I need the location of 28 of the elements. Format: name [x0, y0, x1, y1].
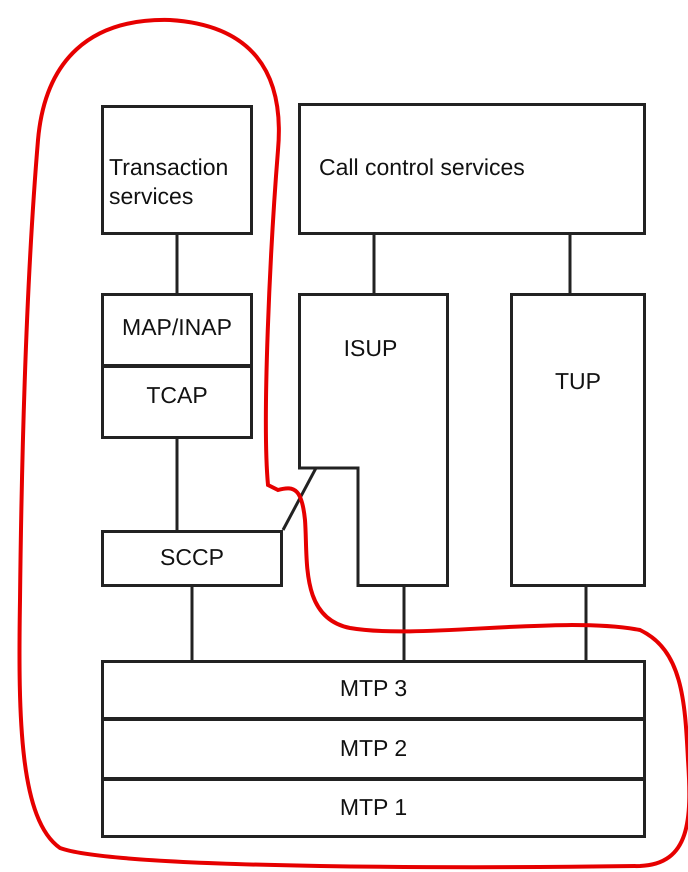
- connector-line: [190, 587, 194, 660]
- connector-line: [568, 235, 572, 293]
- connector-line: [176, 439, 178, 530]
- layer-label: Transaction services: [109, 153, 230, 211]
- protocol-layer-box: [101, 530, 283, 587]
- protocol-layer-box: [510, 293, 646, 587]
- protocol-layer-box: [101, 365, 253, 439]
- connector-line: [402, 587, 406, 660]
- protocol-layer-box: [298, 103, 646, 235]
- layer-label: TCAP: [145, 381, 209, 410]
- layer-label: SCCP: [159, 543, 225, 572]
- protocol-layer-box: [101, 718, 646, 780]
- connector-line: [584, 587, 588, 660]
- connector-line: [372, 235, 376, 293]
- protocol-layer-box: [101, 660, 646, 720]
- layer-label: ISUP: [342, 334, 398, 363]
- connector-line: [176, 235, 178, 293]
- layer-label: MTP 2: [338, 734, 408, 763]
- layer-label: TUP: [554, 367, 602, 396]
- layer-label: Call control services: [319, 153, 526, 182]
- protocol-layer-box: [101, 105, 253, 235]
- layer-label: MTP 3: [338, 674, 408, 703]
- layer-label: MTP 1: [338, 793, 408, 822]
- protocol-layer-box: [101, 293, 253, 367]
- protocol-layer-box: [101, 778, 646, 838]
- protocol-layer-box: [298, 293, 449, 587]
- layer-label: MAP/INAP: [121, 313, 233, 342]
- connector-line: [282, 467, 318, 531]
